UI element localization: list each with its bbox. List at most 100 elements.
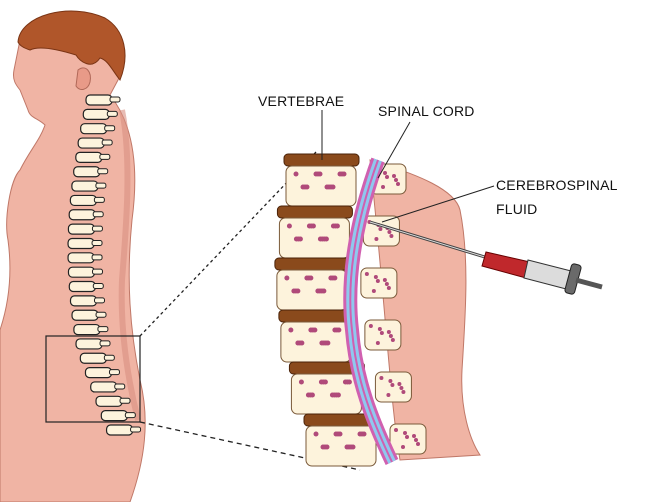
marrow-speck bbox=[390, 338, 395, 342]
vertebra-small bbox=[84, 367, 113, 379]
vertebra-small bbox=[105, 424, 134, 436]
vertebra-process bbox=[95, 182, 107, 189]
vertebra-small bbox=[67, 252, 95, 264]
marrow-speck bbox=[368, 324, 373, 328]
label-spinal-cord: SPINAL CORD bbox=[378, 103, 475, 119]
vertebra-small bbox=[67, 237, 95, 250]
vertebra-small bbox=[85, 94, 113, 106]
vertebra-small bbox=[68, 209, 96, 221]
marrow-speck bbox=[394, 428, 398, 432]
vertebra-small bbox=[95, 395, 123, 407]
marrow-speck bbox=[300, 184, 306, 190]
marrow-speck bbox=[320, 444, 326, 450]
marrow-speck bbox=[388, 379, 393, 383]
vertebra-process bbox=[103, 354, 115, 361]
marrow-speck bbox=[386, 286, 391, 290]
vertebra-small bbox=[71, 309, 99, 321]
vertebra-process bbox=[104, 125, 116, 132]
marrow-speck bbox=[344, 444, 350, 450]
marrow-speck bbox=[313, 431, 319, 437]
spinal-cord-leader bbox=[377, 121, 411, 179]
vertebra-small bbox=[73, 166, 101, 178]
marrow-speck bbox=[396, 182, 400, 186]
marrow-speck bbox=[286, 223, 292, 229]
marrow-speck bbox=[384, 282, 389, 286]
back-tissue bbox=[369, 159, 481, 461]
marrow-speck bbox=[291, 288, 297, 294]
vertebra-small bbox=[68, 280, 96, 293]
marrow-speck bbox=[342, 379, 348, 385]
vertebra-process bbox=[108, 369, 120, 376]
vertebra-small bbox=[100, 410, 128, 422]
vertebrae-stack bbox=[274, 153, 427, 467]
marrow-speck bbox=[389, 234, 394, 238]
csf-leader bbox=[381, 185, 495, 223]
vertebra-process bbox=[109, 96, 121, 103]
vertebral-arch bbox=[389, 423, 427, 455]
marrow-speck bbox=[401, 445, 405, 449]
label-vertebrae: VERTEBRAE bbox=[258, 93, 345, 109]
marrow-speck bbox=[318, 379, 324, 385]
marrow-speck bbox=[328, 275, 334, 281]
vertebra-small bbox=[67, 223, 96, 235]
marrow-speck bbox=[293, 171, 299, 177]
marrow-speck bbox=[374, 237, 379, 241]
marrow-speck bbox=[315, 288, 321, 294]
marrow-speck bbox=[375, 279, 380, 283]
vertebra-process bbox=[91, 239, 103, 246]
marrow-speck bbox=[379, 331, 384, 335]
marrow-speck bbox=[330, 223, 336, 229]
marrow-speck bbox=[383, 171, 387, 175]
vertebra-process bbox=[130, 426, 142, 433]
vertebra-small bbox=[80, 123, 108, 135]
marrow-speck bbox=[392, 174, 396, 178]
vertebra-process bbox=[99, 340, 111, 347]
vertebra-process bbox=[101, 139, 113, 146]
vertebra-process bbox=[92, 211, 104, 218]
marrow-speck bbox=[333, 431, 339, 437]
vertebra-process bbox=[97, 168, 109, 175]
vertebra-small bbox=[73, 323, 101, 336]
marrow-speck bbox=[306, 223, 312, 229]
marrow-speck bbox=[308, 327, 314, 333]
vertebra-process bbox=[91, 254, 103, 261]
marrow-speck bbox=[293, 236, 299, 242]
vertebra-process bbox=[91, 225, 103, 232]
marrow-speck bbox=[332, 327, 338, 333]
intervertebral-disc bbox=[278, 309, 355, 323]
vertebra-small bbox=[69, 194, 97, 207]
vertebra-process bbox=[92, 283, 104, 290]
vertebra-small bbox=[75, 338, 103, 350]
vertebra-small bbox=[75, 151, 103, 163]
vertebra-process bbox=[93, 297, 105, 304]
syringe-plunger bbox=[575, 277, 603, 290]
marrow-speck bbox=[319, 340, 325, 346]
syringe bbox=[369, 220, 603, 295]
marrow-speck bbox=[390, 383, 395, 387]
intervertebral-disc bbox=[276, 205, 353, 219]
marrow-speck bbox=[371, 289, 376, 293]
marrow-speck bbox=[379, 376, 384, 380]
marrow-speck bbox=[397, 382, 402, 386]
vertebra-process bbox=[95, 311, 107, 318]
marrow-speck bbox=[364, 272, 369, 276]
hair bbox=[17, 10, 126, 81]
vertebra-small bbox=[77, 137, 105, 149]
marrow-speck bbox=[403, 431, 407, 435]
marrow-speck bbox=[414, 438, 418, 442]
zoomed-spine-section bbox=[274, 153, 481, 467]
marrow-speck bbox=[386, 330, 391, 334]
intervertebral-disc bbox=[274, 257, 351, 271]
marrow-speck bbox=[378, 227, 383, 231]
vertebra-small bbox=[69, 295, 98, 307]
vertebra-small bbox=[67, 266, 96, 278]
marrow-speck bbox=[399, 386, 404, 390]
marrow-speck bbox=[375, 341, 380, 345]
vertebra-process bbox=[114, 383, 126, 390]
marrow-speck bbox=[337, 171, 343, 177]
vertebra-process bbox=[91, 268, 103, 275]
vertebra-small bbox=[90, 381, 118, 393]
label-fluid: FLUID bbox=[496, 201, 538, 217]
